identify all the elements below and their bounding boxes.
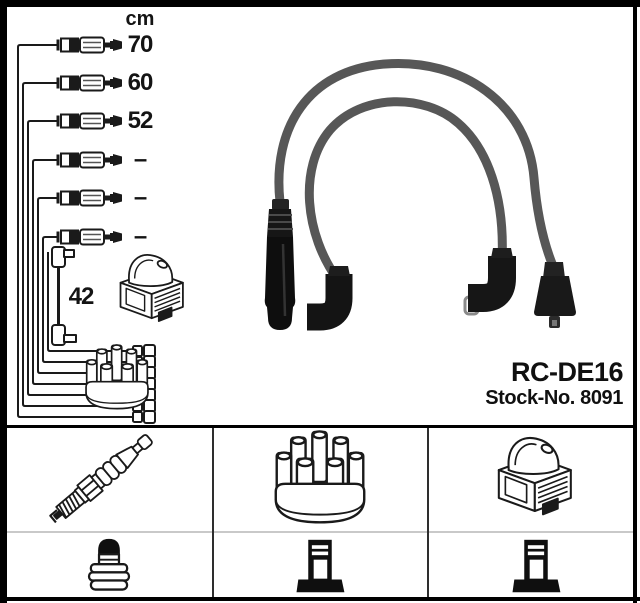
din-terminal-icon (512, 539, 561, 593)
bell-boot (534, 262, 576, 328)
lead-wire (304, 97, 507, 285)
coil-lead (51, 246, 77, 346)
part-code: RC-DE16 (510, 357, 624, 387)
grid-column-divider (212, 428, 214, 597)
coil-cable-length-label: 42 (68, 283, 95, 310)
lead-connector (56, 189, 122, 207)
cable-length-label: – (133, 223, 147, 250)
cable-length-schematic (17, 36, 184, 424)
stock-number: Stock-No. 8091 (485, 387, 623, 409)
straight-boot (264, 199, 296, 330)
ignition-leads-photo (264, 58, 576, 331)
lead-connectors (56, 36, 122, 246)
lead-connector (56, 228, 122, 246)
ignition-coil-icon (497, 436, 572, 516)
elbow-boot (463, 248, 516, 316)
part-number-block: RC-DE16 Stock-No. 8091 (485, 357, 623, 409)
cable-length-label: 70 (127, 31, 154, 58)
lead-connector (56, 74, 122, 92)
frame-right (633, 0, 637, 603)
grid-row-separator (7, 531, 633, 533)
sae-terminal-icon (87, 537, 131, 591)
elbow-boot (307, 266, 353, 331)
cable-length-label: 52 (127, 107, 154, 134)
grid-column-divider (427, 428, 429, 597)
grid-top-rule (7, 425, 633, 428)
frame-left (0, 0, 7, 603)
frame-top (0, 0, 640, 7)
cable-runs (17, 44, 133, 418)
cable-length-label: – (133, 184, 147, 211)
lead-connector (56, 36, 122, 54)
frame-bottom (0, 597, 640, 601)
cable-length-label: 60 (127, 69, 154, 96)
ignition-coil-icon (119, 254, 184, 322)
distributor-cap-icon (274, 430, 366, 524)
din-terminal-icon (296, 539, 345, 593)
spark-plug-icon (49, 434, 153, 524)
lead-wire (274, 58, 558, 271)
lead-connector (56, 151, 122, 169)
cable-length-label: – (133, 146, 147, 173)
length-unit-header: cm (125, 8, 155, 30)
lead-connector (56, 112, 122, 130)
